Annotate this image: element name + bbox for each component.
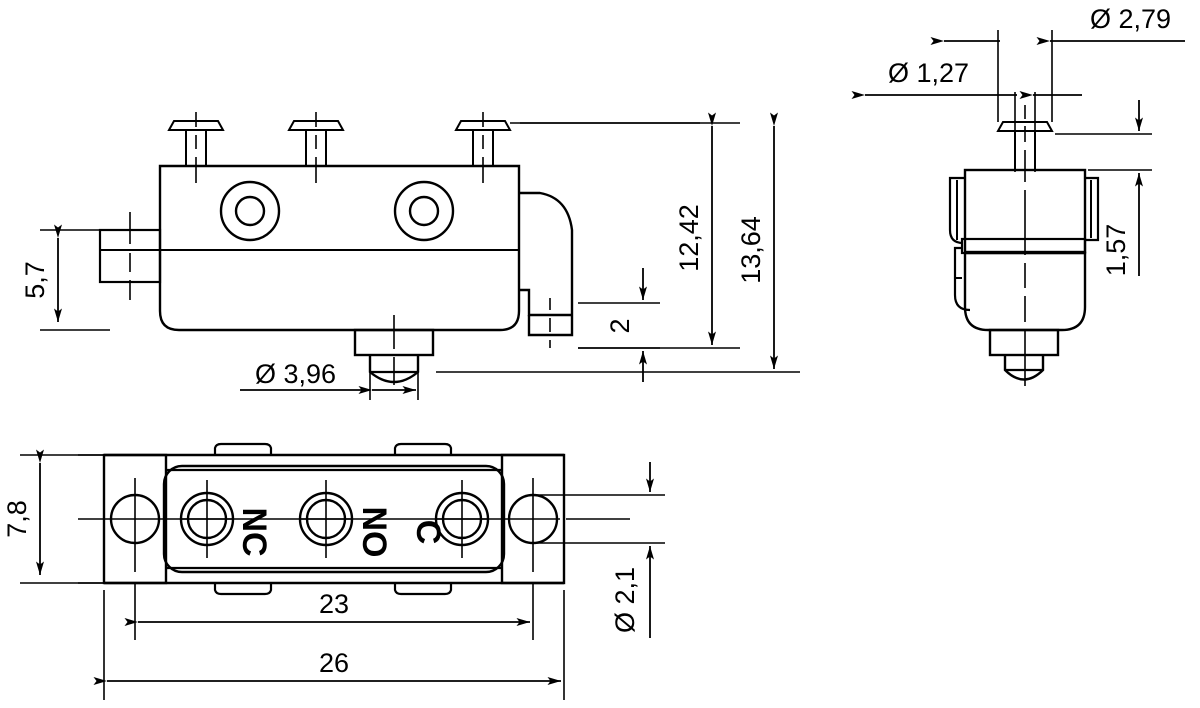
front-lever-tip xyxy=(527,315,574,337)
dim-right-screw-head-dia: Ø 2,79 xyxy=(930,4,1185,122)
right-view: Ø 2,79 Ø 1,27 1,57 xyxy=(851,4,1185,386)
dim-label-7-8: 7,8 xyxy=(2,500,32,538)
dim-right-screw-height: 1,57 xyxy=(1055,100,1152,276)
front-screw-left xyxy=(168,111,224,184)
front-screw-middle xyxy=(288,111,344,184)
right-lower-body xyxy=(963,251,1087,332)
bottom-tab-bottom-right xyxy=(393,583,453,596)
front-mounting-hole-left xyxy=(219,180,281,242)
terminal-label-c: C xyxy=(409,520,447,545)
front-mounting-hole-right xyxy=(393,180,455,242)
dim-front-plunger-dia: Ø 3,96 xyxy=(240,359,419,400)
right-ear-right-outer xyxy=(1085,176,1100,242)
front-lever-arm xyxy=(519,191,574,315)
dim-front-height-left: 5,7 xyxy=(20,224,110,331)
terminal-label-no: NO xyxy=(355,507,393,558)
dim-bottom-width: 7,8 xyxy=(2,449,104,584)
dim-bottom-length-inner: 23 xyxy=(124,583,534,640)
front-plunger xyxy=(353,315,435,385)
dim-label-dia-127: Ø 1,27 xyxy=(888,58,969,88)
right-plunger xyxy=(988,328,1060,381)
dim-bottom-length-overall: 26 xyxy=(93,590,565,700)
bottom-hole-left-ear xyxy=(109,478,161,572)
dim-label-13-64: 13,64 xyxy=(736,216,766,284)
right-bracket xyxy=(953,246,971,312)
dim-label-23: 23 xyxy=(319,589,349,619)
dim-label-2: 2 xyxy=(605,318,635,333)
terminal-label-nc: NC xyxy=(235,507,273,556)
dim-label-26: 26 xyxy=(319,648,349,678)
dim-front-lever-gap: 2 xyxy=(578,268,660,382)
dim-label-dia-21: Ø 2,1 xyxy=(610,567,640,633)
dim-bottom-hole-dia: Ø 2,1 xyxy=(533,462,665,638)
dim-front-height-overall: 13,64 xyxy=(436,112,800,373)
bottom-hole-right-ear xyxy=(507,478,559,572)
dim-right-screw-shank-dia: Ø 1,27 xyxy=(851,58,1082,172)
bottom-terminal-1 xyxy=(179,480,235,558)
dim-label-dia-279: Ø 2,79 xyxy=(1090,4,1171,34)
dim-label-dia-396: Ø 3,96 xyxy=(255,359,336,389)
bottom-tab-bottom-left xyxy=(213,583,273,596)
bottom-tab-top-right xyxy=(393,442,453,455)
front-view: 5,7 Ø 3,96 2 12,42 13 xyxy=(20,111,800,400)
dim-front-height-body: 12,42 xyxy=(520,112,740,349)
dim-label-12-42: 12,42 xyxy=(674,204,704,272)
front-screw-right xyxy=(455,111,511,184)
dim-label-1-57: 1,57 xyxy=(1101,224,1131,277)
front-body-outline xyxy=(158,164,521,332)
dim-label-5-7: 5,7 xyxy=(20,261,50,299)
bottom-terminal-3 xyxy=(434,480,490,558)
bottom-view: NC NO C 7,8 Ø 2,1 23 xyxy=(2,442,665,700)
bottom-tab-top-left xyxy=(213,442,273,455)
right-ear-left-outer xyxy=(948,176,965,245)
bottom-terminal-2 xyxy=(298,480,354,558)
front-lever-base xyxy=(519,288,572,317)
